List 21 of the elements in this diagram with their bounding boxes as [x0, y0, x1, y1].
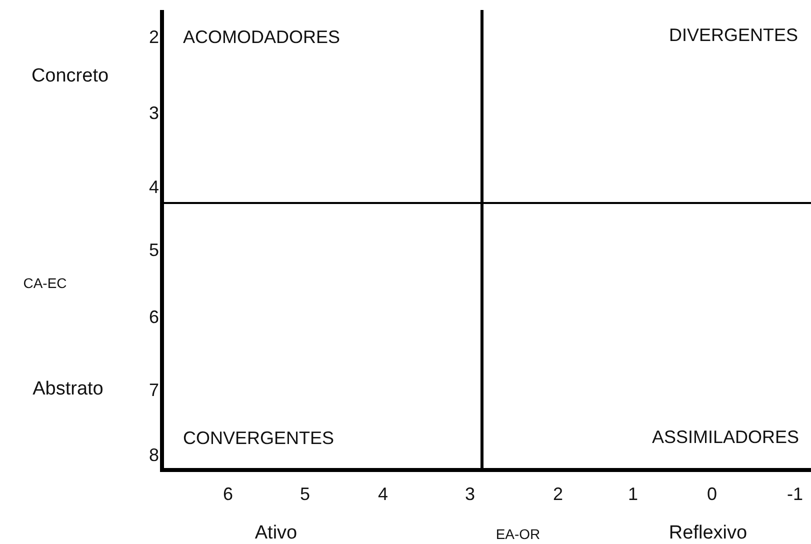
tick-label: 5 — [148, 241, 160, 259]
tick-label: 4 — [148, 178, 160, 196]
tick-label: 6 — [148, 308, 160, 326]
tick-label: 4 — [377, 485, 389, 503]
tick-label: 0 — [706, 485, 718, 503]
axis-label: EA-OR — [494, 527, 542, 541]
tick-label: 8 — [148, 446, 160, 464]
quadrant-label: ACOMODADORES — [182, 28, 342, 46]
tick-label: 3 — [148, 104, 160, 122]
tick-label: 7 — [148, 381, 160, 399]
tick-label: 5 — [299, 485, 311, 503]
tick-label: -1 — [786, 485, 804, 503]
axis-label: CA-EC — [22, 276, 68, 290]
quadrant-label: CONVERGENTES — [182, 429, 336, 447]
tick-label: 6 — [222, 485, 234, 503]
tick-label: 2 — [148, 28, 160, 46]
quadrant-label: DIVERGENTES — [668, 26, 799, 44]
tick-label: 1 — [627, 485, 639, 503]
tick-label: 3 — [464, 485, 476, 503]
quadrant-label: ASSIMILADORES — [650, 428, 800, 446]
tick-label: 2 — [552, 485, 564, 503]
